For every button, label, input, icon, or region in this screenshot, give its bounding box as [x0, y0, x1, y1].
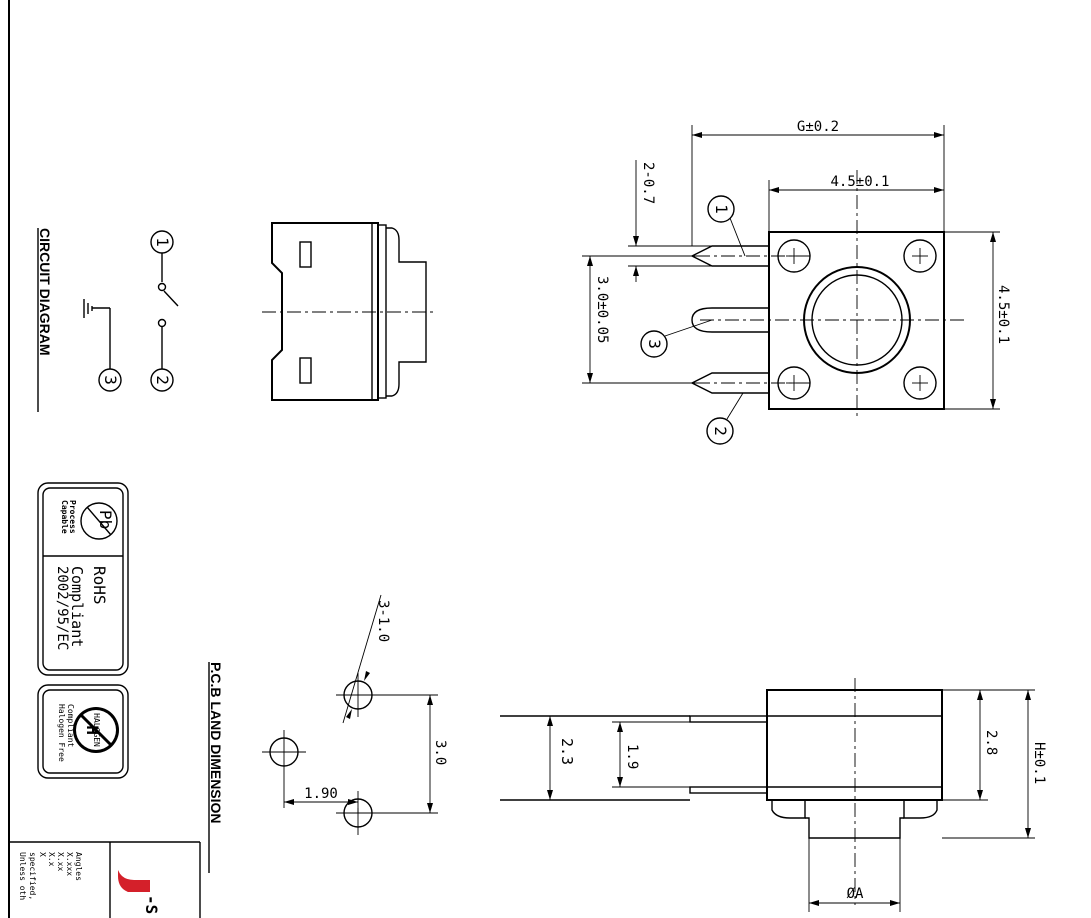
badge-frame-inner [42, 487, 124, 671]
dim-body-23: 2.3 [558, 738, 576, 765]
front-view-actuator [805, 817, 904, 839]
pcb-land-title: P.C.B LAND DIMENSION [208, 662, 224, 824]
dim-pcb-hole: 3-1.0 [375, 600, 391, 642]
pin-2-callout [706, 417, 734, 445]
corner-boss-tr [903, 239, 937, 273]
pin-3 [691, 307, 769, 333]
side-view-slot-bottom [299, 357, 312, 384]
front-view-body [766, 689, 943, 801]
circuit-pin-3-label: 3 [101, 375, 120, 385]
pin-1-callout [707, 195, 735, 223]
top-view-body [768, 231, 945, 410]
top-view: 1 2 3 G±0.2 4.5±0.1 2-0.7 3.0±0.05 [582, 119, 1011, 445]
dim-phi-a: ØA [847, 886, 864, 902]
halogen-frame-inner [42, 689, 124, 774]
notes-tol-1: X.x [47, 852, 56, 867]
pin-2-callout-label: 2 [711, 426, 730, 436]
switch-contact-bottom [157, 318, 167, 328]
dim-height-side: 4.5±0.1 [995, 285, 1011, 344]
circuit-diagram: CIRCUIT DIAGRAM 1 2 3 [37, 228, 179, 412]
dim-body-28: 2.8 [983, 730, 999, 755]
switch-lever [163, 290, 179, 307]
dim-pin-pitch: 3.0±0.05 [594, 276, 610, 343]
dim-width-top: 4.5±0.1 [830, 174, 889, 190]
dim-pcb-offset: 1.90 [304, 786, 338, 802]
halogen-symbol: H [83, 725, 102, 735]
front-view-foot-right [903, 800, 938, 819]
halogen-badge-text: HALOGEN [92, 713, 101, 747]
corner-boss-br [903, 366, 937, 400]
front-view-lead-bottom [689, 786, 768, 794]
dim-h: H±0.1 [1031, 742, 1047, 784]
compliance-badges: Pb Process Capable RoHS Compliant 2002/9… [37, 482, 129, 779]
circuit-diagram-title: CIRCUIT DIAGRAM [37, 228, 53, 356]
front-view-lead-top [689, 715, 768, 723]
notes-line-2: specified, [28, 852, 37, 900]
badge-frame-outer [37, 482, 129, 676]
pin-1-callout-label: 1 [712, 204, 731, 214]
dim-body-19: 1.9 [624, 744, 640, 769]
front-view-foot-left [771, 800, 806, 819]
notes-tol-4: Angles [74, 852, 83, 881]
side-view [262, 222, 436, 401]
pb-process: Process [68, 500, 77, 534]
company-logo-mark [118, 870, 150, 892]
pb-symbol: Pb [96, 510, 115, 529]
title-block: -S Unless oth specified, X X.x X.xx X.xx… [9, 841, 201, 918]
dim-pcb-pitch: 3.0 [432, 740, 448, 765]
side-view-body [271, 222, 379, 401]
circuit-pin-2-label: 2 [153, 375, 172, 385]
notes-tol-3: X.xxx [65, 852, 74, 876]
rohs-compliant: Compliant [68, 566, 86, 647]
notes-tol-2: X.xx [56, 852, 65, 871]
circuit-pin-3-marker [98, 368, 122, 392]
pb-icon [80, 502, 118, 540]
rohs-title: RoHS [90, 566, 109, 605]
dim-pin-width: 2-0.7 [640, 162, 656, 204]
side-view-flange [377, 224, 387, 399]
rohs-directive: 2002/95/EC [54, 566, 70, 650]
circuit-pin-1-label: 1 [153, 237, 172, 247]
notes-tol-0: X [38, 852, 47, 857]
pcb-land-dimension: P.C.B LAND DIMENSION 3-1.0 3.0 1.90 [208, 594, 448, 873]
halogen-frame-outer [37, 684, 129, 779]
pin-3-callout [640, 330, 668, 358]
dim-g: G±0.2 [797, 119, 839, 135]
company-logo-text: -S [142, 895, 161, 914]
halogen-compliant: Compliant [66, 704, 75, 748]
side-view-slot-top [299, 241, 312, 268]
circuit-pin-2-marker [150, 368, 174, 392]
switch-contact-top [157, 282, 167, 292]
pin-3-callout-label: 3 [645, 339, 664, 349]
front-view: 2.3 1.9 2.8 H±0.1 ØA [500, 678, 1047, 912]
pb-capable: Capable [60, 500, 69, 534]
notes-line-1: Unless oth [18, 852, 27, 900]
halogen-free: Halogen Free [57, 704, 66, 762]
